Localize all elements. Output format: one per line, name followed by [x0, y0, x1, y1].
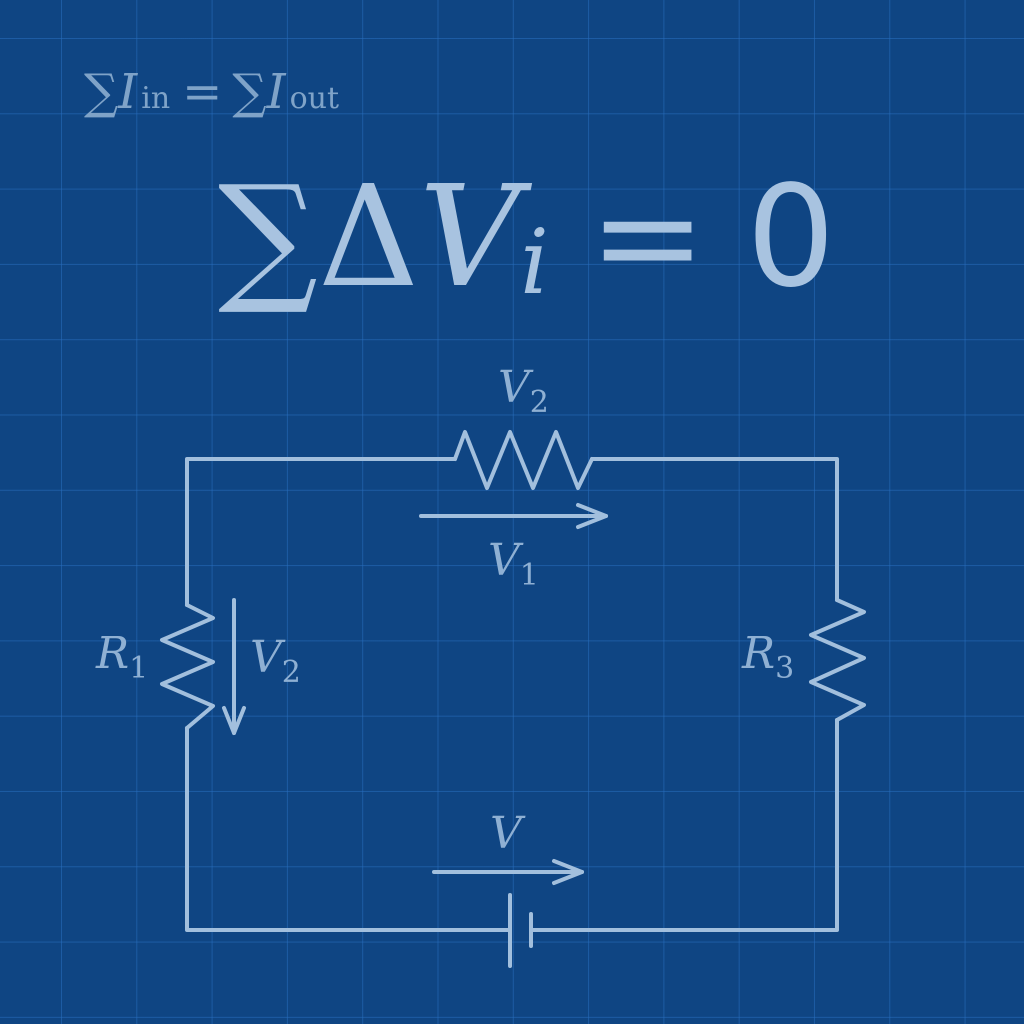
resistor-top — [453, 430, 594, 490]
wire-bottom-left — [185, 726, 512, 932]
resistor-r3 — [809, 598, 866, 722]
wire-bottom-right — [529, 718, 839, 932]
label-left-arrow: V2 — [250, 632, 301, 690]
label-r3: R3 — [741, 628, 794, 686]
label-source: V — [490, 808, 526, 859]
resistor-r1 — [160, 603, 215, 730]
kvl-equation: ∑ΔVi=0 — [218, 156, 835, 319]
arrow-v1 — [419, 503, 608, 529]
label-top-arrow: V1 — [488, 535, 539, 593]
label-r1: R1 — [95, 628, 148, 686]
arrow-v2-left — [222, 598, 246, 735]
wire-top-right — [590, 457, 839, 602]
wire-top-left — [185, 457, 457, 607]
arrow-source-v — [432, 859, 584, 885]
label-top-resistor: V2 — [498, 362, 549, 420]
